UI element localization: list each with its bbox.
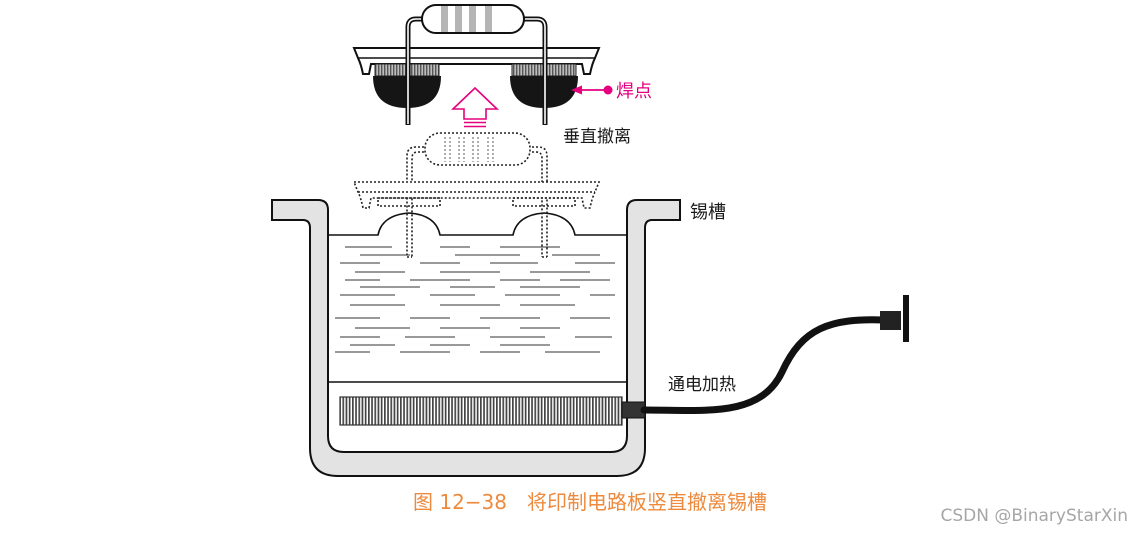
pcb-previous-position — [352, 132, 601, 258]
resistor-leads — [405, 16, 548, 125]
up-arrow-icon — [451, 86, 499, 120]
plug-body — [880, 311, 901, 330]
power-cable — [640, 295, 909, 415]
pcb-lifted — [352, 4, 601, 125]
pcb-board — [352, 47, 601, 75]
solder-joint-callout: 焊点 — [571, 81, 652, 102]
figure-caption: 图 12−38 将印制电路板竖直撤离锡槽 — [413, 490, 767, 514]
power-heating-label: 通电加热 — [668, 375, 736, 395]
ghost-pad-left — [377, 197, 441, 207]
plug-plate — [903, 295, 909, 342]
heating-coil — [339, 396, 623, 426]
tin-bath-label: 锡槽 — [690, 202, 726, 223]
watermark: CSDN @BinaryStarXin — [940, 506, 1128, 526]
vertical-removal-label: 垂直撤离 — [563, 127, 631, 147]
resistor-color-bands — [441, 6, 492, 32]
ghost-board — [352, 181, 601, 209]
tin-bath — [271, 199, 681, 477]
callout-dot — [603, 85, 613, 95]
ghost-pad-right — [512, 197, 576, 207]
tank-wall — [271, 199, 681, 477]
callout-arrowhead — [571, 85, 582, 95]
solder-joint-label: 焊点 — [616, 81, 652, 102]
molten-solder — [335, 246, 615, 353]
solder-surface — [328, 212, 627, 236]
cable — [640, 316, 888, 415]
lift-direction-arrow — [451, 86, 499, 128]
